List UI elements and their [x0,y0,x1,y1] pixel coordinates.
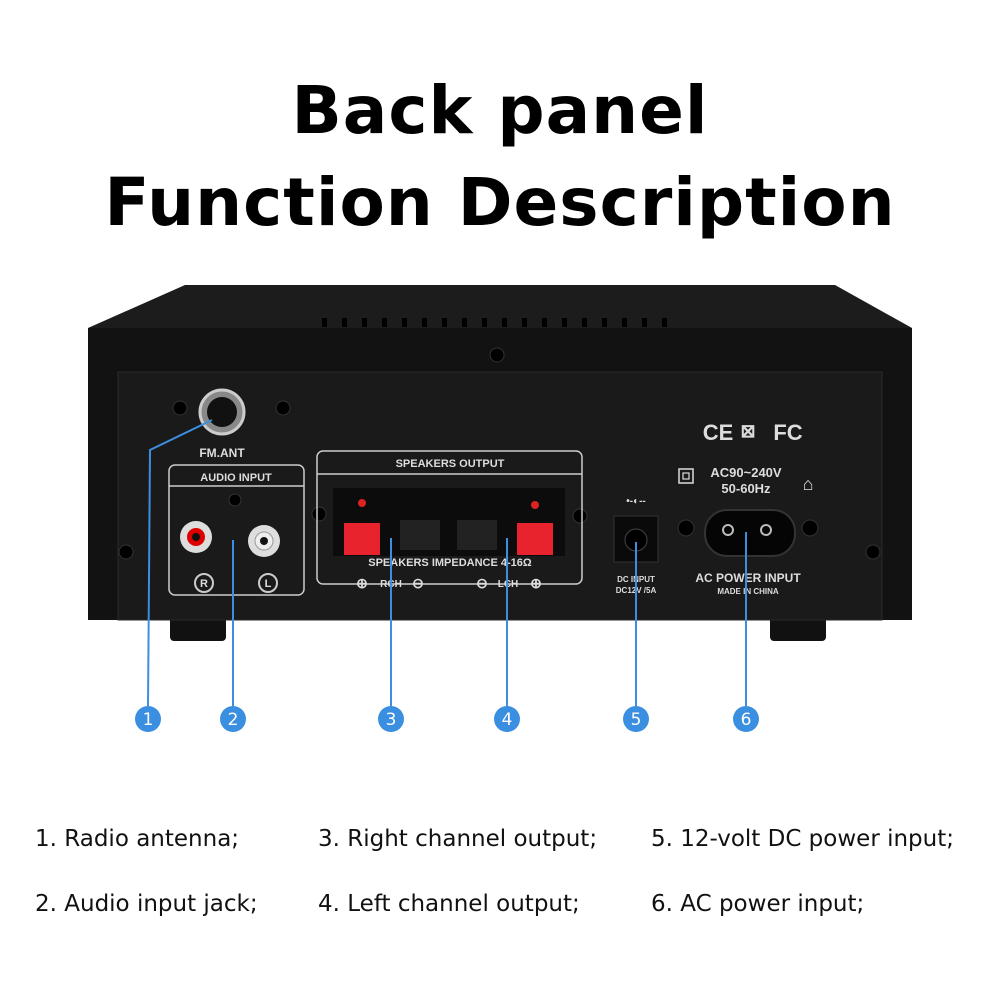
legend-item-3: 3. Right channel output; [318,826,598,852]
r-label: R [200,578,208,590]
ac-power-socket [704,509,796,557]
legend-item-1: 1. Radio antenna; [35,826,240,852]
callout-4 [494,706,520,732]
made-in-label: MADE IN CHINA [717,587,779,596]
callout-3 [378,706,404,732]
double-insulation-icon [678,468,694,484]
legend-item-4: 4. Left channel output; [318,891,580,917]
callout-markers: 1 2 3 4 5 6 [135,706,759,732]
amplifier-top [88,285,912,328]
callout-2-number: 2 [228,710,239,730]
title-line-1: Back panel [291,72,709,149]
callout-6-number: 6 [741,710,752,730]
ce-mark: CE [703,420,734,445]
fm-ant-label: FM.ANT [199,446,245,460]
callout-lines [147,419,747,707]
impedance-label: SPEAKERS IMPEDANCE 4-16Ω [368,557,532,569]
legend-item-6: 6. AC power input; [651,891,865,917]
legend-item-2: 2. Audio input jack; [35,891,258,917]
rch-plus-terminal [344,523,380,555]
rch-minus-terminal [400,520,440,550]
vent-slots [322,318,667,327]
ac-range-label: AC90~240V [710,465,782,480]
callout-1 [135,706,161,732]
svg-text:⊕: ⊕ [356,575,368,591]
weee-bin-icon: ⊠ [740,421,755,441]
svg-text:⊖: ⊖ [476,575,488,591]
fc-mark: FC [773,420,802,445]
callout-4-number: 4 [502,710,513,730]
callout-6 [733,706,759,732]
callout-3-number: 3 [386,710,397,730]
speakers-output-label: SPEAKERS OUTPUT [396,458,505,470]
svg-text:⊖: ⊖ [412,575,424,591]
speakers-output-box [316,450,583,585]
legend-item-5: 5. 12-volt DC power input; [651,826,954,852]
indoor-use-icon: ⌂ [803,474,814,494]
foot-right [770,615,826,641]
ac-freq-label: 50-60Hz [721,481,771,496]
screw-icons [118,347,881,560]
callout-5 [623,706,649,732]
lch-plus-terminal [517,523,553,555]
l-label: L [265,578,272,590]
lch-minus-terminal [457,520,497,550]
callout-2 [220,706,246,732]
audio-input-label: AUDIO INPUT [200,472,272,484]
ac-power-input-label: AC POWER INPUT [695,571,801,585]
audio-input-box [168,464,305,596]
callout-1-number: 1 [143,710,154,730]
dc-polarity-icon: •-◐-- [626,496,646,507]
foot-left [170,615,226,641]
callout-5-number: 5 [631,710,642,730]
svg-text:⊕: ⊕ [530,575,542,591]
title-line-2: Function Description [104,164,896,241]
